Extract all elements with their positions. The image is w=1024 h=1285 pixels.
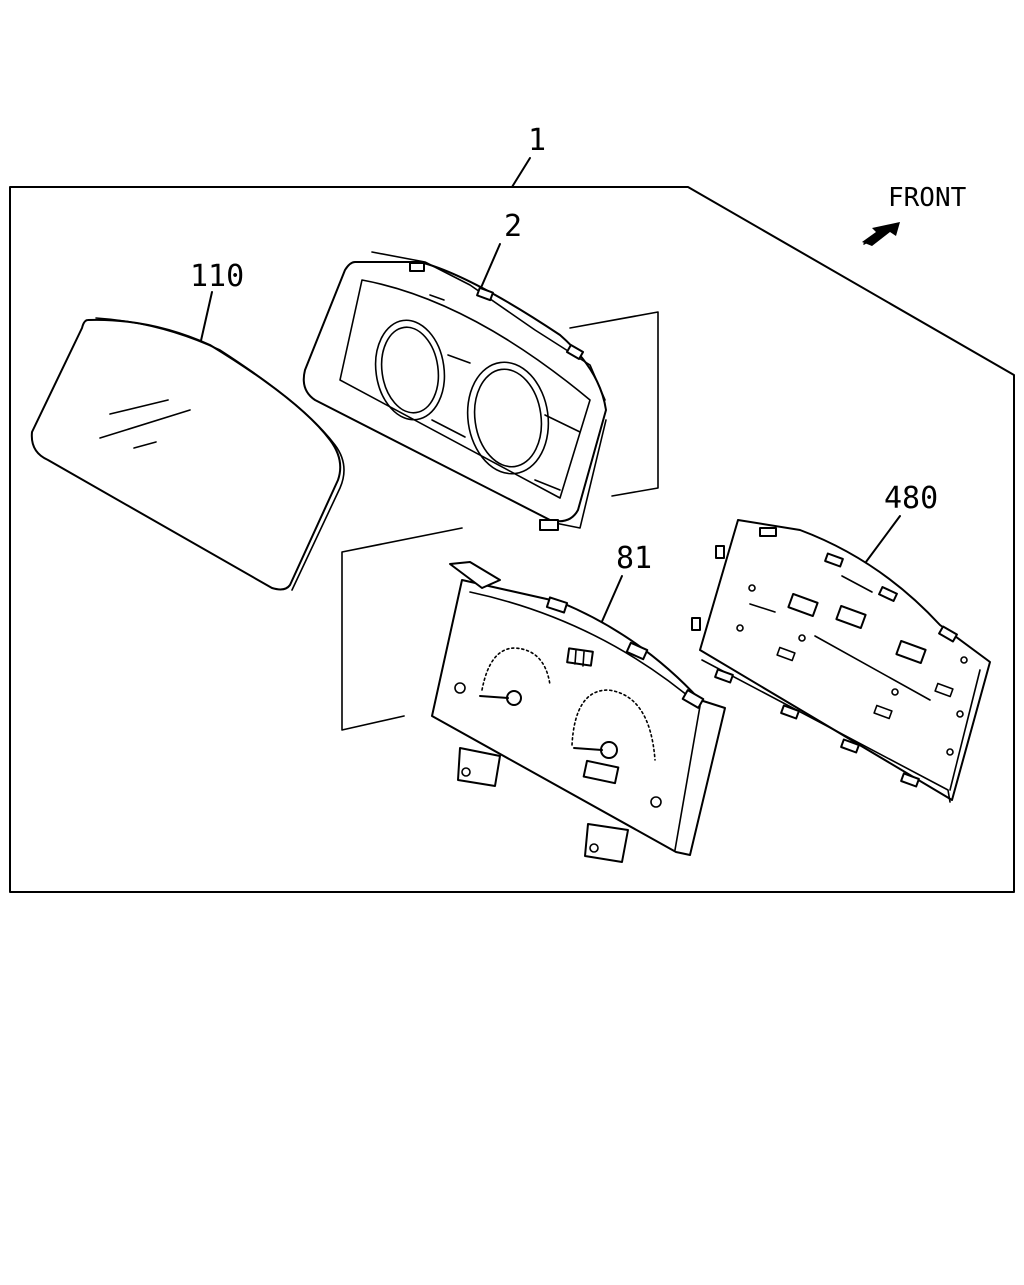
callout-bezel: 2	[504, 209, 522, 244]
front-arrow-icon	[862, 222, 900, 246]
leader-assembly	[511, 157, 531, 188]
dial-plate-part	[431, 561, 726, 863]
callout-lens: 110	[190, 259, 244, 294]
alignment-bracket-lower	[341, 527, 463, 731]
front-label: FRONT	[888, 183, 967, 213]
warning-lamp-icon	[454, 682, 466, 694]
leader-bezel	[479, 243, 501, 291]
lens-part	[30, 317, 345, 591]
leader-lens	[199, 291, 213, 346]
tachometer-scale	[481, 647, 551, 691]
alignment-bracket-upper	[569, 311, 659, 497]
leader-dial-plate	[599, 575, 623, 627]
tachometer-hub	[506, 690, 522, 706]
bezel-part	[302, 251, 607, 531]
leader-circuit-board	[859, 515, 901, 571]
circuit-board-part	[691, 519, 991, 803]
warning-lamp-icon	[650, 796, 662, 808]
speedometer-hub	[600, 741, 618, 759]
speedometer-scale	[571, 689, 656, 761]
assembly-outline	[9, 186, 1015, 893]
callout-assembly: 1	[528, 123, 546, 158]
callout-dial-plate: 81	[616, 541, 652, 576]
callout-circuit-board: 480	[884, 481, 938, 516]
